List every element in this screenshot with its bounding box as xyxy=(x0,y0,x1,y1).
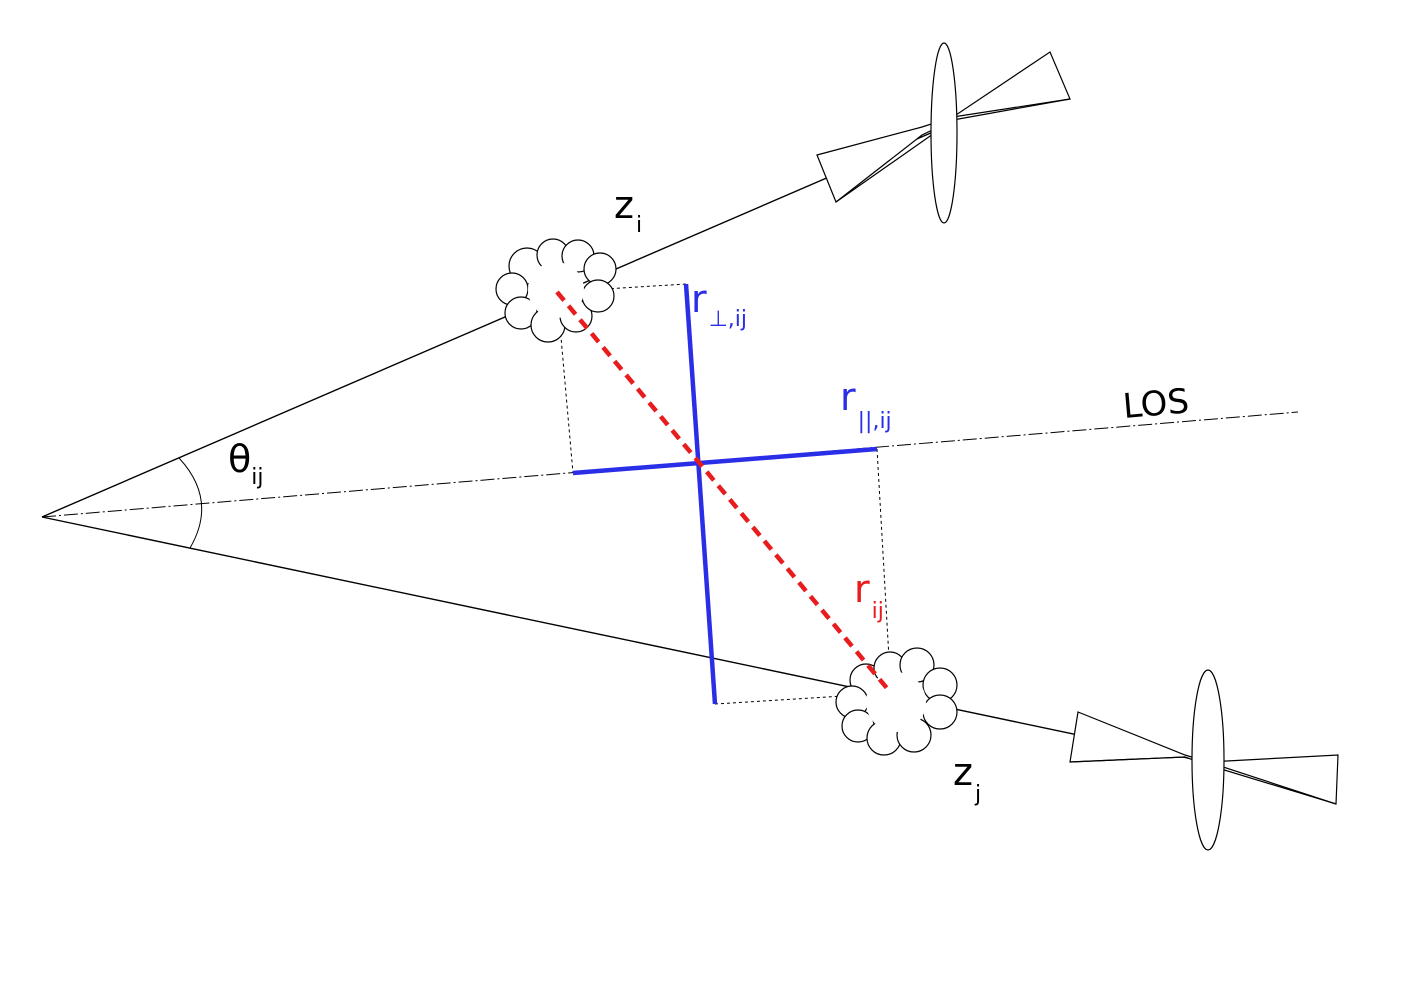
los-label: LOS xyxy=(1121,381,1190,427)
cloud-j xyxy=(835,647,958,756)
z-j-label: zj xyxy=(953,750,981,807)
r-perp-line xyxy=(683,283,718,705)
r-par-label: r||,ij xyxy=(840,375,892,434)
sight-line-j xyxy=(41,516,1198,761)
telescope-i xyxy=(816,42,1071,224)
angle-arc xyxy=(178,457,203,549)
z-i-label: zi xyxy=(614,183,642,238)
r-ij-label: rij xyxy=(854,567,884,624)
theta-label: θij xyxy=(228,437,263,490)
telescope-j xyxy=(1069,669,1339,851)
r-par-line xyxy=(572,446,878,476)
r-ij-line xyxy=(555,290,893,695)
los-line xyxy=(41,411,1299,518)
cloud-i xyxy=(495,238,617,343)
sight-line-i xyxy=(41,131,934,518)
r-perp-label: r⊥,ij xyxy=(691,277,747,332)
